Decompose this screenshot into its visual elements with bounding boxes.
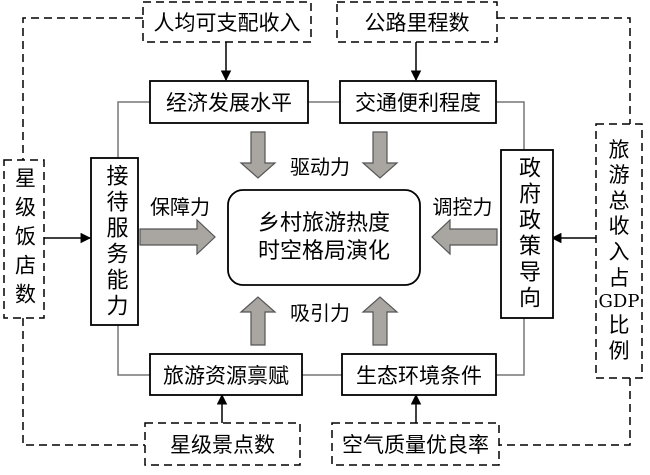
dashed-box-hotels <box>3 159 45 319</box>
block-arrows <box>139 131 498 346</box>
gdp-ratio-char: 游 <box>608 163 630 188</box>
node-policy-guidance-wrap: 政府政策导向 <box>501 150 553 318</box>
node-highway-mileage: 公路里程数 <box>364 11 470 35</box>
connector-transport-to-policy <box>496 101 525 150</box>
center-box-text: 乡村旅游热度 时空格局演化 <box>228 190 420 285</box>
center-line-1: 乡村旅游热度 <box>257 211 390 236</box>
outer-dashed-connectors <box>22 17 631 446</box>
block-arrow-driving-right <box>361 131 399 179</box>
node-air-quality: 空气质量优良率 <box>342 433 489 457</box>
dashed-box-mileage <box>336 1 498 43</box>
gdp-ratio-char: 占 <box>608 265 630 290</box>
node-reception-capacity-wrap: 接待服务能力 <box>91 158 138 325</box>
node-starred-hotels: 星级饭店数 <box>12 166 37 312</box>
label-guarantee-force: 保障力 <box>150 194 210 219</box>
node-starred-hotels-wrap: 星级饭店数 <box>4 160 44 318</box>
connector-policy-to-eco <box>496 318 525 376</box>
box-resources <box>149 353 303 396</box>
dashed-line-mileage-to-gdp <box>497 17 631 124</box>
connector-reception-to-resources <box>117 325 150 376</box>
box-economic-level <box>149 80 309 124</box>
gdp-ratio-char: 旅 <box>608 137 630 162</box>
node-tourism-resources: 旅游资源禀赋 <box>163 363 289 388</box>
center-line-2: 时空格局演化 <box>257 238 390 264</box>
connector-economy-to-reception <box>117 101 150 158</box>
label-regulating-force: 调控力 <box>432 194 493 219</box>
node-tourism-gdp-ratio: 旅 游 总 收 入 占 GDP 比 例 <box>596 124 642 378</box>
dashed-box-scenic <box>144 422 301 466</box>
gdp-ratio-char: GDP <box>598 291 640 313</box>
gdp-ratio-char: 入 <box>608 240 630 265</box>
node-policy-guidance: 政府政策导向 <box>515 156 540 312</box>
node-reception-capacity: 接待服务能力 <box>102 163 128 320</box>
block-arrow-attraction-right <box>361 296 399 346</box>
node-eco-environment: 生态环境条件 <box>356 363 482 388</box>
inner-connectors <box>117 101 525 376</box>
gdp-ratio-char: 总 <box>608 188 630 213</box>
node-per-capita-income: 人均可支配收入 <box>153 11 301 35</box>
node-transport-convenience: 交通便利程度 <box>355 91 481 115</box>
box-policy <box>500 149 554 319</box>
node-economic-level: 经济发展水平 <box>166 91 292 115</box>
block-arrow-regulating <box>431 218 498 256</box>
dashed-line-hotels-to-scenic <box>22 318 145 446</box>
solid-boxes <box>90 80 554 396</box>
node-scenic-spots: 星级景点数 <box>170 433 275 457</box>
box-reception <box>90 157 139 326</box>
dashed-line-income-to-hotels <box>22 17 143 160</box>
box-transport <box>339 80 497 124</box>
box-center <box>227 189 421 286</box>
dashed-line-gdp-to-air <box>499 378 631 446</box>
box-eco <box>341 353 497 396</box>
block-arrow-attraction-left <box>239 296 277 346</box>
input-arrows <box>44 42 596 423</box>
block-arrow-driving-left <box>239 131 277 179</box>
block-arrow-guarantee <box>139 218 216 256</box>
dashed-box-income <box>142 1 312 43</box>
label-attraction-force: 吸引力 <box>290 300 350 325</box>
gdp-ratio-char: 收 <box>608 214 630 239</box>
dashed-box-gdp <box>595 123 643 379</box>
label-driving-force: 驱动力 <box>290 154 350 179</box>
dashed-boxes <box>3 1 643 466</box>
gdp-ratio-char: 比 <box>608 313 630 338</box>
gdp-ratio-char: 例 <box>608 338 630 363</box>
